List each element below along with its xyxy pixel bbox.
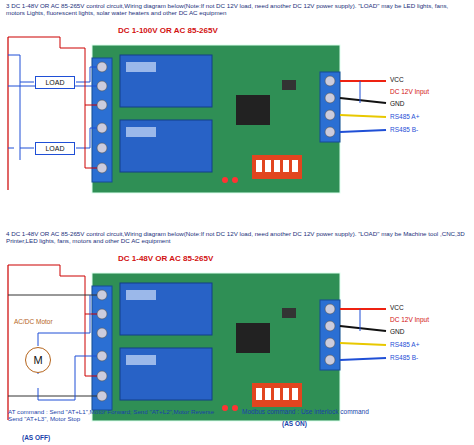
motor-label: AC/DC Motor xyxy=(14,318,84,326)
load-box: LOAD xyxy=(35,76,75,89)
pin-label: RS485 B- xyxy=(390,126,470,134)
pin-label: GND xyxy=(390,100,470,108)
motor-circle: M xyxy=(25,347,51,373)
command-note: (AS ON) xyxy=(282,420,342,428)
pin-label: RS485 B- xyxy=(390,354,470,362)
supply-label: DC 1-100V OR AC 85-265V xyxy=(118,26,298,36)
command-note: Modbus command : Use interlock command xyxy=(242,408,442,416)
pin-label: DC 12V Input xyxy=(390,316,470,324)
supply-label: DC 1-48V OR AC 85-265V xyxy=(118,254,298,264)
wiring-note: 4 DC 1-48V OR AC 85-265V control circuit… xyxy=(6,230,468,245)
wiring-note: 3 DC 1-48V OR AC 85-265V control circuit… xyxy=(6,2,468,17)
node-text: LOAD xyxy=(45,145,64,152)
command-note: AT command : Send "AT+L1",Motor Forward;… xyxy=(8,408,218,423)
pin-label: GND xyxy=(390,328,470,336)
pin-label: DC 12V Input xyxy=(390,88,470,96)
pin-label: VCC xyxy=(390,304,470,312)
pin-label: VCC xyxy=(390,76,470,84)
node-text: LOAD xyxy=(45,79,64,86)
pin-label: RS485 A+ xyxy=(390,341,470,349)
pin-label: RS485 A+ xyxy=(390,113,470,121)
command-note: (AS OFF) xyxy=(22,434,82,442)
load-box: LOAD xyxy=(35,142,75,155)
node-text: M xyxy=(33,354,42,366)
